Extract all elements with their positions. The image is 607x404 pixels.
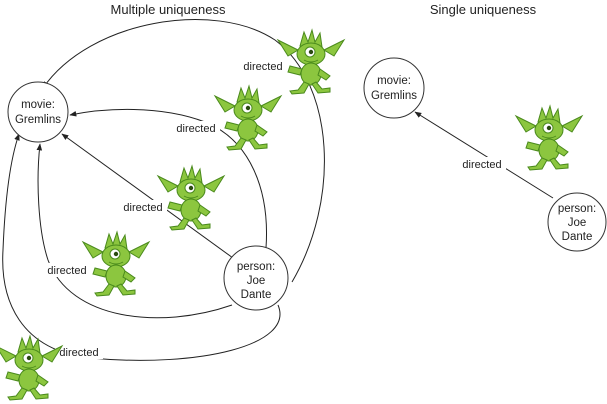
edge-outer-top bbox=[42, 19, 325, 283]
edge-label: directed bbox=[243, 61, 282, 73]
node-label-line: Joe bbox=[247, 275, 266, 287]
node-movie-left[interactable]: movie: Gremlins bbox=[7, 81, 69, 143]
gremlin-icon bbox=[515, 105, 583, 171]
edge-middle bbox=[61, 133, 234, 259]
gremlin-icon bbox=[277, 29, 345, 95]
edge-outer-bottom bbox=[2, 133, 281, 361]
right-title: Single uniqueness bbox=[430, 2, 537, 17]
left-edge-labels: directed directed directed directed dire… bbox=[43, 59, 287, 359]
gremlin-icon bbox=[0, 335, 63, 401]
gremlin-icon bbox=[214, 85, 282, 151]
edge-label: directed bbox=[59, 347, 98, 359]
node-label-line: Gremlins bbox=[15, 114, 61, 126]
node-label-line: Gremlins bbox=[371, 90, 417, 102]
node-label-line: Dante bbox=[241, 289, 272, 301]
edge-right bbox=[414, 111, 554, 199]
node-label-line: person: bbox=[558, 203, 596, 215]
node-person-right[interactable]: person: Joe Dante bbox=[547, 192, 607, 252]
edge-label: directed bbox=[462, 159, 501, 171]
node-label-line: Dante bbox=[562, 231, 593, 243]
edge-label: directed bbox=[123, 202, 162, 214]
node-label-line: movie: bbox=[377, 75, 411, 87]
left-edges bbox=[2, 19, 325, 361]
node-label-line: person: bbox=[237, 261, 275, 273]
left-title: Multiple uniqueness bbox=[111, 2, 226, 17]
node-label-line: Joe bbox=[568, 217, 587, 229]
gremlin-icon bbox=[157, 165, 225, 231]
node-label-line: movie: bbox=[21, 99, 55, 111]
edge-label: directed bbox=[47, 265, 86, 277]
gremlin-icon bbox=[82, 231, 150, 297]
node-person-left[interactable]: person: Joe Dante bbox=[223, 245, 289, 311]
node-movie-right[interactable]: movie: Gremlins bbox=[363, 57, 425, 119]
edge-label: directed bbox=[176, 123, 215, 135]
